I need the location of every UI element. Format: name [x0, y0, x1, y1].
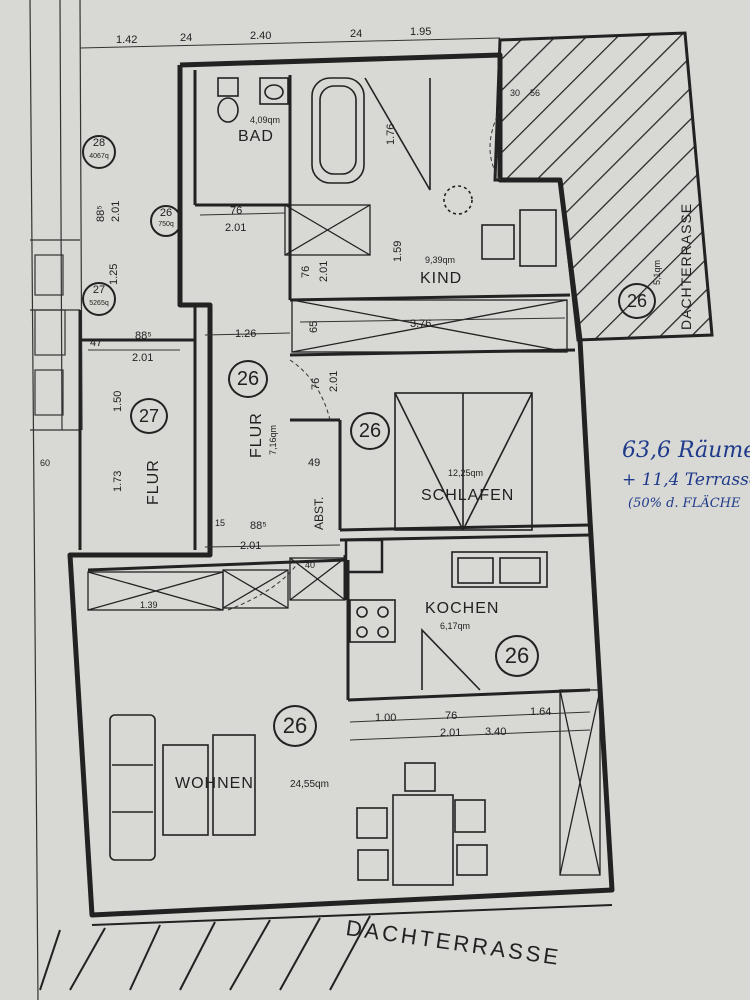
unit-marker-flur-b: 27 — [130, 398, 168, 434]
neighbour-wall-lines — [29, 0, 83, 1000]
room-label-dachterrasse-right: DACHTERRASSE — [678, 202, 694, 330]
room-area-kochen: 6,17qm — [440, 621, 471, 631]
dim-1-42: 1.42 — [116, 34, 138, 46]
dimension-lines — [79, 37, 591, 741]
note-rooms-area: 63,6 Räume — [622, 438, 750, 463]
dim-30: 30 — [510, 88, 521, 98]
unit-marker-small-27-area: 5265q — [89, 300, 109, 307]
unit-marker-small-27-number: 27 — [92, 284, 106, 296]
unit-marker-small-27: 27 5265q — [82, 282, 116, 316]
unit-marker-flur: 26 — [228, 360, 268, 398]
kitchen-fixtures — [344, 538, 548, 691]
dim-1-73: 1.73 — [112, 470, 124, 492]
dim-47: 47 — [90, 337, 103, 349]
room-label-schlafen: SCHLAFEN — [421, 487, 515, 504]
unit-marker-small-28: 28 4067q — [82, 135, 116, 169]
dim-1-59: 1.59 — [392, 240, 404, 262]
room-area-dachterrasse-right: 5,1qm — [652, 259, 662, 285]
unit-marker-small-28-number: 28 — [92, 137, 106, 149]
double-bed — [394, 392, 533, 531]
dim-2-01-b: 2.01 — [110, 200, 122, 222]
dim-60: 60 — [40, 458, 51, 468]
room-label-kochen: KOCHEN — [425, 600, 500, 617]
living-room-furniture — [109, 714, 488, 886]
terrace-bottom-hatch — [39, 904, 613, 991]
room-area-kind: 9,39qm — [425, 255, 456, 265]
dim-3-40: 3.40 — [485, 726, 507, 738]
room-label-flur-b: FLUR — [145, 459, 162, 505]
room-label-wohnen: WOHNEN — [175, 775, 254, 792]
unit-marker-small-28-area: 4067q — [89, 153, 109, 160]
dim-88-5-a: 88⁵ — [95, 205, 107, 222]
child-room-furniture — [443, 185, 557, 267]
unit-marker-wohnen: 26 — [273, 705, 317, 747]
dim-2-01-d: 2.01 — [240, 540, 262, 552]
door-swings — [227, 109, 501, 611]
dim-1-76: 1.76 — [385, 123, 397, 145]
room-label-bad: BAD — [238, 128, 274, 145]
dim-1-39: 1.39 — [140, 600, 158, 610]
dim-1-64: 1.64 — [530, 706, 552, 718]
dim-2-01-c: 2.01 — [132, 352, 154, 364]
room-area-bad: 4,09qm — [250, 115, 281, 125]
unit-marker-schlafen: 26 — [350, 412, 390, 450]
dim-1-50: 1.50 — [112, 390, 124, 412]
unit-marker-kochen: 26 — [495, 635, 539, 677]
note-half-area: (50% d. FLÄCHE — [628, 496, 741, 511]
dim-1-26: 1.26 — [235, 328, 257, 340]
dim-2-01-a: 2.01 — [225, 222, 247, 234]
dim-88-5-c: 88⁵ — [250, 520, 267, 532]
dim-56: 56 — [530, 88, 541, 98]
dim-49: 49 — [308, 457, 321, 469]
built-in-wardrobes — [87, 204, 601, 876]
unit-marker-small-26-number: 26 — [159, 207, 173, 219]
unit-marker-terrasse: 26 — [618, 283, 656, 319]
dim-24-b: 24 — [350, 28, 363, 40]
dim-1-00: 1.00 — [375, 712, 397, 724]
room-label-abst: ABST. — [312, 496, 326, 530]
room-label-flur-a: FLUR — [248, 412, 265, 458]
note-terrace-area: + 11,4 Terrasse — [622, 470, 750, 490]
dim-88-5-b: 88⁵ — [135, 330, 152, 342]
dim-2-01-e: 2.01 — [440, 727, 462, 739]
dim-76-c: 76 — [300, 265, 312, 278]
dim-2-01-g: 2.01 — [328, 370, 340, 392]
dim-76: 76 — [230, 205, 243, 217]
unit-marker-small-26: 26 750q — [150, 205, 182, 237]
room-label-kind: KIND — [420, 270, 463, 287]
dim-65: 65 — [308, 320, 320, 333]
room-area-flur-a: 7,16qm — [268, 424, 278, 455]
bathroom-fixtures — [217, 77, 431, 191]
room-area-wohnen: 24,55qm — [290, 779, 329, 790]
room-area-schlafen: 12,25qm — [448, 468, 484, 478]
dim-76-b: 76 — [445, 710, 458, 722]
dim-76-d: 76 — [310, 377, 322, 390]
dim-15: 15 — [215, 518, 226, 528]
unit-marker-small-26-area: 750q — [158, 221, 174, 228]
dim-1-95: 1.95 — [410, 26, 432, 38]
dim-1-25: 1.25 — [108, 263, 120, 285]
dim-40: 40 — [305, 560, 316, 570]
dim-3-76: 3.76 — [410, 318, 432, 330]
dim-2-01-f: 2.01 — [318, 260, 330, 282]
dim-2-40: 2.40 — [250, 30, 272, 42]
dim-24: 24 — [180, 32, 193, 44]
